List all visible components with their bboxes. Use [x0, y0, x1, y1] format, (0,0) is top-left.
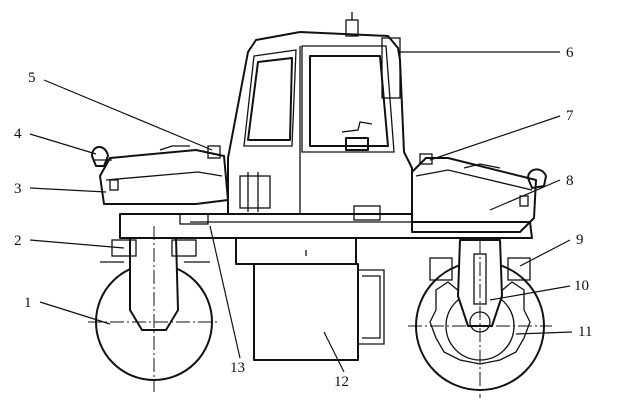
- callout-10: 10: [574, 278, 589, 294]
- callout-labels: 1 2 3 4 5 6 7 8 9 10 11 12 13: [14, 45, 592, 390]
- chassis-beam: [119, 213, 533, 239]
- leader-4: [29, 133, 97, 155]
- callout-6: 6: [566, 45, 574, 61]
- leader-2: [29, 239, 125, 249]
- callout-5: 5: [28, 70, 36, 86]
- callout-7: 7: [566, 108, 574, 124]
- callout-9: 9: [576, 232, 584, 248]
- leader-5: [43, 79, 213, 151]
- leader-3: [29, 187, 107, 193]
- callout-8: 8: [566, 173, 574, 189]
- callout-3: 3: [14, 181, 22, 197]
- leader-1: [39, 301, 111, 325]
- leader-10: [489, 285, 571, 301]
- leader-8: [489, 179, 561, 211]
- callout-2: 2: [14, 233, 22, 249]
- callout-13: 13: [230, 360, 245, 376]
- lower-housing: [235, 237, 385, 361]
- front-drum: [88, 226, 220, 392]
- leader-lines: [29, 51, 573, 373]
- leader-12: [323, 331, 345, 373]
- callout-4: 4: [14, 126, 22, 142]
- operator-cab: [227, 12, 413, 221]
- callout-12: 12: [334, 374, 349, 390]
- leader-13: [209, 225, 241, 359]
- leader-9: [519, 239, 571, 267]
- callout-11: 11: [578, 324, 592, 340]
- leader-11: [515, 331, 573, 335]
- rear-frame: [411, 153, 547, 233]
- front-frame: [91, 145, 229, 205]
- leader-7: [429, 115, 561, 161]
- rear-drum: [408, 239, 552, 398]
- callout-1: 1: [24, 295, 32, 311]
